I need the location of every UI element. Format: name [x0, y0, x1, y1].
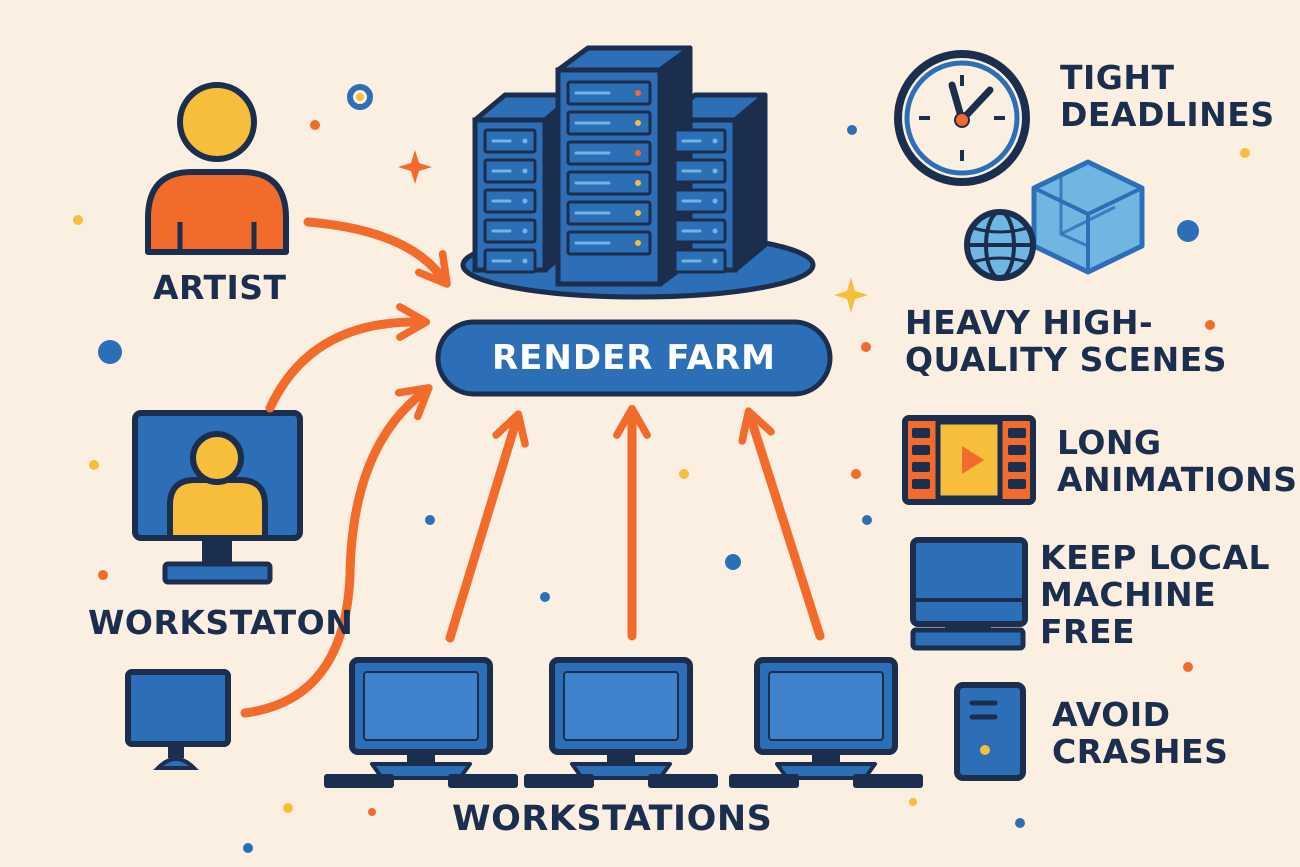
- reason-keep-local-free: KEEP LOCAL MACHINE FREE: [1040, 538, 1271, 651]
- rack-led: [522, 138, 528, 144]
- workstation-label: WORKSTATON: [88, 603, 354, 642]
- reason-line: FREE: [1040, 611, 1136, 651]
- rack-led: [712, 138, 718, 144]
- rack-led: [635, 210, 641, 216]
- workstation-icon: [132, 410, 303, 585]
- arrow-monitor-3: [738, 407, 825, 641]
- rack-led: [635, 120, 641, 126]
- reason-line: AVOID: [1052, 695, 1171, 734]
- 3d-objects-icon: [964, 159, 1145, 281]
- rack-led: [635, 90, 641, 96]
- render-farm-pill: [435, 319, 833, 397]
- workstation-monitors: [324, 657, 923, 788]
- rack-led: [635, 180, 641, 186]
- small-monitor-icon: [125, 669, 231, 770]
- reason-line: CRASHES: [1052, 731, 1229, 771]
- artist-icon: [145, 82, 289, 255]
- reason-line: KEEP LOCAL: [1040, 538, 1271, 577]
- rack-led: [712, 258, 718, 264]
- arrows: [240, 217, 825, 718]
- artist-label: ARTIST: [153, 268, 287, 307]
- clock-icon: [894, 50, 1030, 186]
- rack-led: [522, 228, 528, 234]
- arrow-curve-lower: [240, 384, 433, 718]
- rack-led: [522, 168, 528, 174]
- reason-line: HEAVY HIGH-: [905, 303, 1154, 342]
- rack-led: [712, 198, 718, 204]
- monitor-icon: [729, 657, 923, 788]
- rack-led: [712, 168, 718, 174]
- reason-line: ANIMATIONS: [1057, 459, 1298, 499]
- reason-line: MACHINE: [1040, 574, 1217, 614]
- reason-heavy-scenes: HEAVY HIGH- QUALITY SCENES: [905, 303, 1228, 379]
- rack-led: [522, 198, 528, 204]
- arrow-monitor-1: [445, 410, 529, 643]
- server-rack-icon: [460, 45, 816, 300]
- workstations-label: WORKSTATIONS: [452, 799, 773, 839]
- rack-led: [635, 150, 641, 156]
- rack-led: [635, 240, 641, 246]
- reason-avoid-crashes: AVOID CRASHES: [1052, 695, 1229, 771]
- render-farm-label: RENDER FARM: [492, 338, 776, 378]
- film-icon: [902, 415, 1036, 505]
- reason-line: LONG: [1057, 423, 1162, 462]
- rack-led: [522, 258, 528, 264]
- computer-icon: [910, 537, 1028, 651]
- arrow-artist: [303, 217, 451, 288]
- reason-tight-deadlines: TIGHT DEADLINES: [1060, 58, 1275, 134]
- rack-led: [712, 228, 718, 234]
- reason-line: TIGHT: [1060, 58, 1175, 97]
- arrow-workstation: [265, 303, 431, 413]
- monitor-icon: [324, 657, 518, 788]
- reason-long-animations: LONG ANIMATIONS: [1057, 423, 1298, 499]
- reason-line: DEADLINES: [1060, 94, 1275, 134]
- reason-line: QUALITY SCENES: [905, 339, 1228, 379]
- tower-pc-icon: [954, 682, 1026, 781]
- monitor-icon: [524, 657, 718, 788]
- decorative-dots: [73, 84, 1250, 853]
